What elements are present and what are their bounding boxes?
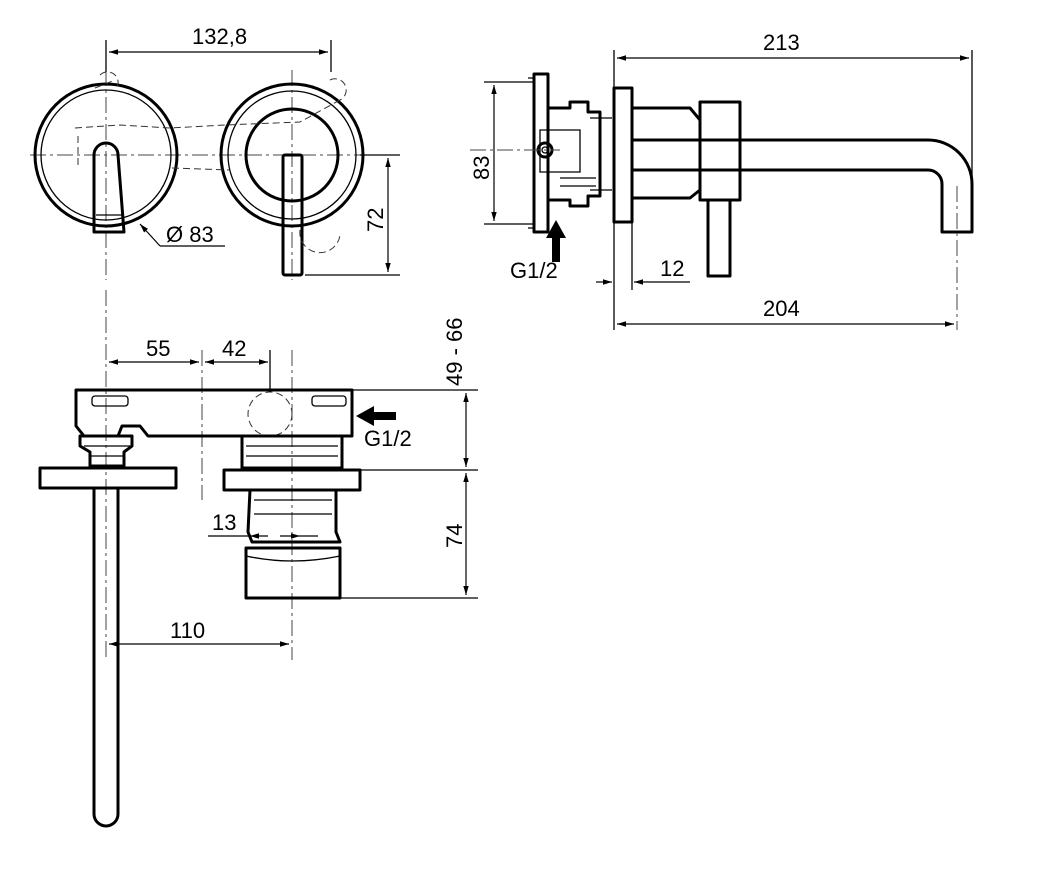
spout-plan bbox=[92, 486, 120, 828]
wall-plate bbox=[612, 86, 634, 224]
dim-83: 83 bbox=[469, 156, 494, 180]
concealed-body bbox=[74, 388, 354, 438]
dim-204: 204 bbox=[763, 296, 800, 321]
left-wall-plate bbox=[38, 466, 178, 490]
lever-plan bbox=[244, 546, 342, 600]
spout-side bbox=[630, 138, 974, 234]
inlet-label-side: G1/2 bbox=[510, 258, 558, 283]
lever-side bbox=[698, 100, 742, 202]
side-view: 213 83 G1/2 12 204 bbox=[469, 30, 974, 330]
inlet-label-plan: G1/2 bbox=[364, 426, 412, 451]
right-wall-plate bbox=[222, 468, 362, 492]
dim-213: 213 bbox=[763, 30, 800, 55]
lever-front bbox=[281, 153, 304, 277]
dim-72: 72 bbox=[363, 208, 388, 232]
dim-diameter-83: Ø 83 bbox=[166, 222, 214, 247]
valve-body bbox=[546, 100, 602, 208]
mounting-flange bbox=[532, 72, 550, 234]
front-view: 132,8 Ø 83 72 bbox=[30, 24, 400, 280]
dim-55: 55 bbox=[146, 336, 170, 361]
dim-74: 74 bbox=[442, 524, 467, 548]
dim-12: 12 bbox=[660, 256, 684, 281]
dim-13: 13 bbox=[212, 510, 236, 535]
spout-front bbox=[92, 141, 126, 234]
dim-42: 42 bbox=[222, 336, 246, 361]
plan-view: 55 42 49 - 66 G1/2 74 13 110 bbox=[38, 290, 478, 828]
dim-110: 110 bbox=[170, 618, 205, 643]
dim-132-8: 132,8 bbox=[192, 24, 247, 49]
dim-49-66: 49 - 66 bbox=[442, 318, 467, 387]
